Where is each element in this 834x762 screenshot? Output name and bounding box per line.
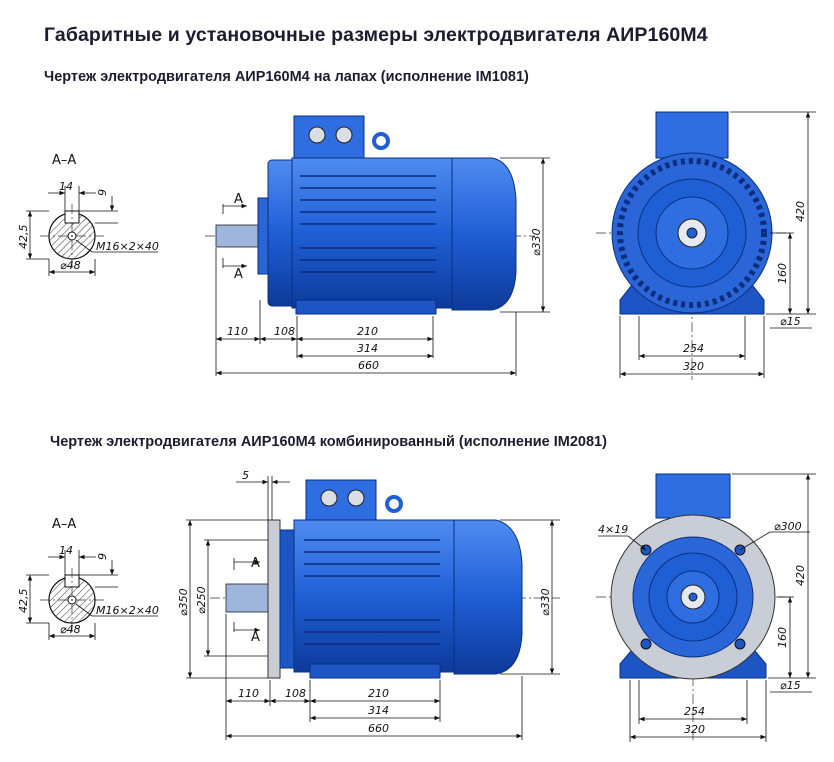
shaft-diameter-dim: ⌀48 xyxy=(60,259,81,272)
svg-text:А: А xyxy=(234,267,243,282)
drawing-2-front-view: 4×19 ⌀300 254 320 420 160 ⌀15 xyxy=(596,473,816,742)
drawing-1-shaft-section: А–А 14 9 42,5 M16×2×40 ⌀48 xyxy=(17,153,159,276)
dim-660: 660 xyxy=(368,722,389,735)
dim-254: 254 xyxy=(683,342,704,355)
dim-hole-15: ⌀15 xyxy=(780,679,801,692)
drawing-2-subtitle: Чертеж электродвигателя АИР160М4 комбини… xyxy=(50,434,607,450)
shaft-diameter-dim: ⌀48 xyxy=(60,623,81,636)
dim-bolt-holes: 4×19 xyxy=(598,523,628,536)
svg-text:А: А xyxy=(234,192,243,207)
svg-text:А: А xyxy=(251,556,260,571)
dim-420: 420 xyxy=(794,565,807,586)
dim-160: 160 xyxy=(776,263,789,284)
dim-110: 110 xyxy=(238,687,259,700)
dim-5: 5 xyxy=(242,469,249,482)
key-width-dim: 14 xyxy=(59,544,73,557)
svg-text:А: А xyxy=(251,630,260,645)
dim-108: 108 xyxy=(285,687,306,700)
dim-314: 314 xyxy=(357,342,378,355)
thread-dim: M16×2×40 xyxy=(96,240,159,253)
dim-320: 320 xyxy=(684,723,705,736)
key-depth-dim: 9 xyxy=(96,553,109,560)
dim-254: 254 xyxy=(684,705,705,718)
dim-420: 420 xyxy=(794,201,807,222)
drawing-1-front-view: 254 320 420 160 ⌀15 xyxy=(596,111,816,380)
dim-160: 160 xyxy=(776,627,789,648)
key-depth-dim: 9 xyxy=(96,189,109,196)
dim-250: ⌀250 xyxy=(195,586,208,614)
dim-210: 210 xyxy=(357,325,378,338)
drawing-2-side-view: А А 5 ⌀350 ⌀250 xyxy=(177,469,560,740)
section-label: А–А xyxy=(52,153,76,168)
dim-330: ⌀330 xyxy=(539,588,552,616)
dim-660: 660 xyxy=(358,359,379,372)
dim-330: ⌀330 xyxy=(530,228,543,256)
dim-110: 110 xyxy=(227,325,248,338)
dim-320: 320 xyxy=(683,360,704,373)
dim-350: ⌀350 xyxy=(177,588,190,616)
dim-210: 210 xyxy=(368,687,389,700)
drawing-1-side-view: А А 110 108 210 314 xyxy=(205,115,550,376)
dim-108: 108 xyxy=(274,325,295,338)
shaft-height-dim: 42,5 xyxy=(17,589,30,614)
section-label: А–А xyxy=(52,517,76,532)
drawing-2-shaft-section: А–А 14 9 42,5 M16×2×40 ⌀48 xyxy=(17,517,159,640)
shaft-height-dim: 42,5 xyxy=(17,225,30,250)
drawing-1-subtitle: Чертеж электродвигателя АИР160М4 на лапа… xyxy=(44,69,529,85)
key-width-dim: 14 xyxy=(59,180,73,193)
thread-dim: M16×2×40 xyxy=(96,604,159,617)
dim-314: 314 xyxy=(368,704,389,717)
dim-hole-15: ⌀15 xyxy=(780,315,801,328)
dim-pcd-300: ⌀300 xyxy=(774,520,802,533)
page-title: Габаритные и установочные размеры электр… xyxy=(44,24,708,46)
